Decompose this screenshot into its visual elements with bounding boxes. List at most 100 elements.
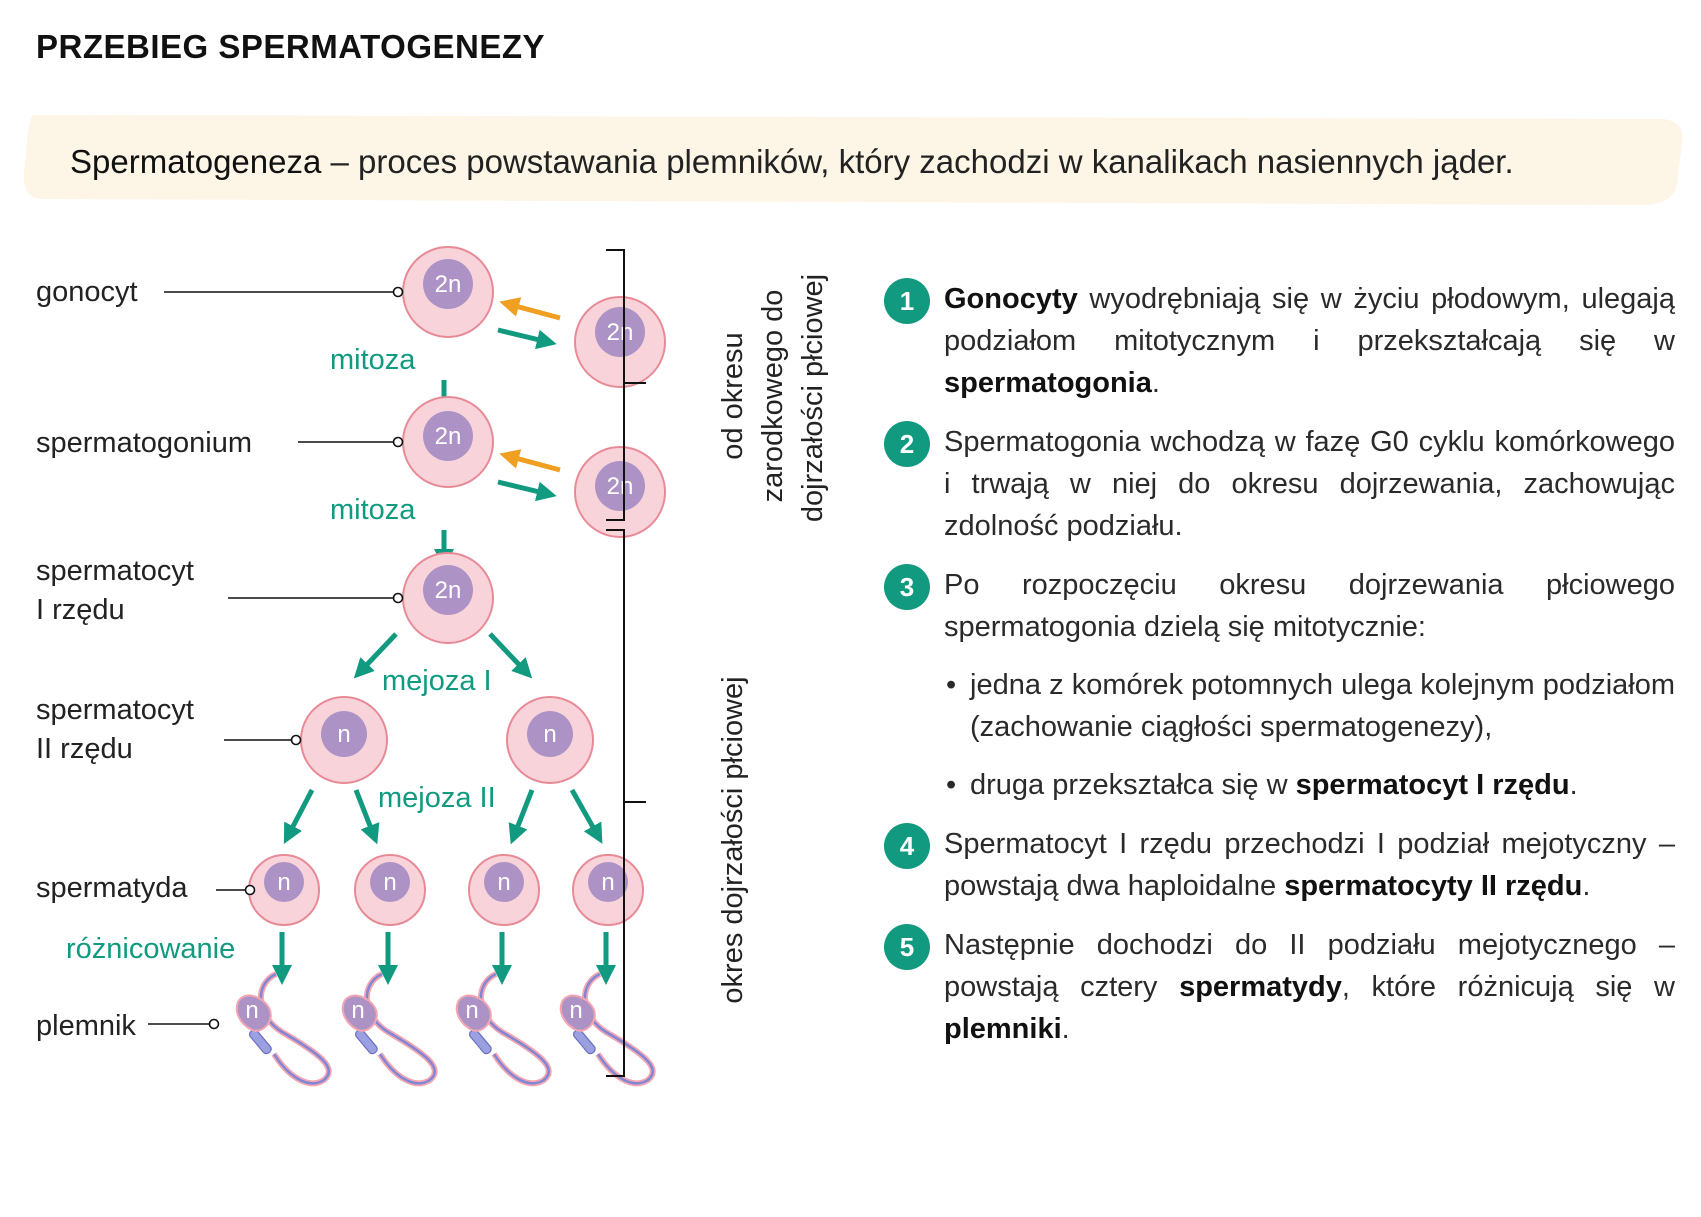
cell-spermatyda-4-nucleus	[588, 862, 628, 902]
arrow-divide-teal-2	[497, 479, 557, 502]
cell-spermatyda-3-nucleus	[484, 862, 524, 902]
arrow-mejoza1-left	[353, 632, 398, 679]
sperm-tail-outline-4	[582, 971, 656, 1087]
period-embryonic-line3: dojrzałości płciowej	[797, 273, 829, 523]
label-spermatogonium: spermatogonium	[36, 427, 252, 459]
sperm-tail-3	[479, 972, 550, 1085]
sperm-tail-4	[583, 972, 654, 1085]
sperm-ploidy-label-3: n	[465, 997, 478, 1024]
process-mejoza-1: mejoza I	[382, 665, 492, 697]
bracket-embryonic-period	[606, 249, 625, 521]
banner-background	[23, 115, 1683, 205]
process-mejoza-2: mejoza II	[378, 782, 496, 814]
label-plemnik: plemnik	[36, 1010, 136, 1042]
sperm-tail-outline-3	[478, 971, 552, 1087]
arrow-return-orange-2	[499, 449, 561, 473]
step-number-badge: 5	[884, 924, 930, 970]
step-text: , które różnicują się w	[1341, 971, 1675, 1003]
step-item: 3 Po rozpoczęciu okresu dojrzewania płcio…	[880, 564, 1675, 806]
arrow-mejoza2-2	[353, 789, 380, 845]
cell-spermatyda-2-nucleus	[370, 862, 410, 902]
cell-spermatyda-1-nucleus	[264, 862, 304, 902]
step-number-badge: 4	[884, 823, 930, 869]
leader-spermatocyt-2-end	[290, 734, 302, 746]
step-paragraph: Spermatogonia wchodzą w fazę G0 cyklu ko…	[944, 421, 1675, 547]
arrow-return-orange-1	[499, 297, 561, 321]
period-maturity: okres dojrzałości płciowej	[717, 676, 749, 1004]
step-number-badge: 3	[884, 564, 930, 610]
step-text: jedna z komórek potomnych ulega kolejnym…	[970, 669, 1675, 743]
step-text: Spermatogonia wchodzą w fazę G0 cyklu ko…	[944, 426, 1675, 542]
sperm-tail-1	[259, 972, 330, 1085]
sperm-tail-outline-1	[258, 971, 332, 1087]
step-term: spermatocyty II rzędu	[1284, 870, 1583, 902]
step-text: .	[1582, 870, 1591, 902]
sperm-ploidy-label-2: n	[351, 997, 364, 1024]
step-text: Po rozpoczęciu okresu dojrzewania płciow…	[944, 569, 1675, 643]
step-text: .	[1569, 769, 1578, 801]
bullet-icon: •	[946, 769, 957, 801]
step-text: wyodrębniają się w życiu płodowym, ulega…	[944, 283, 1675, 357]
period-embryonic-line1: od okresu	[717, 332, 749, 460]
cell-spermatocyt-1-ploidy-label: 2n	[435, 577, 462, 604]
period-embryonic-line2: zarodkowego do	[757, 289, 789, 503]
step-text: druga przekształca się w	[970, 769, 1296, 801]
step-text: .	[1061, 1013, 1070, 1045]
definition-term: Spermatogeneza	[70, 143, 322, 180]
step-number-badge: 1	[884, 278, 930, 324]
process-mitoza-2: mitoza	[330, 494, 416, 526]
definition-text: Spermatogeneza – proces powstawania plem…	[70, 143, 1514, 181]
leader-plemnik-end	[208, 1018, 220, 1030]
label-spermatocyt2-line2: II rzędu	[36, 733, 133, 765]
cell-spermatogonium-ploidy-label: 2n	[435, 423, 462, 450]
cell-spermatocyt-2-right-ploidy-label: n	[543, 721, 556, 748]
cell-spermatyda-3-ploidy-label: n	[497, 869, 510, 896]
process-mitoza-1: mitoza	[330, 344, 416, 376]
cell-spermatocyt-2-right-nucleus	[527, 711, 573, 757]
sperm-tail-2	[365, 972, 436, 1085]
step-item: 2 Spermatogonia wchodzą w fazę G0 cyklu k…	[880, 421, 1675, 547]
cell-spermatyda-2-ploidy-label: n	[383, 869, 396, 896]
bullet-icon: •	[946, 669, 957, 701]
step-term: spermatydy	[1179, 971, 1342, 1003]
label-spermatocyt1-line1: spermatocyt	[36, 555, 194, 587]
sperm-ploidy-label-1: n	[245, 997, 258, 1024]
step-bullet: • druga przekształca się w spermatocyt I …	[944, 764, 1675, 806]
leader-spermatyda-end	[244, 884, 256, 896]
arrow-divide-teal-1	[497, 327, 557, 350]
arrow-mejoza2-4	[569, 788, 603, 844]
step-number-badge: 2	[884, 421, 930, 467]
step-term: plemniki	[944, 1013, 1062, 1045]
label-spermatocyt1-line2: I rzędu	[36, 594, 125, 626]
bracket-maturity-period	[606, 529, 625, 1077]
step-term: spermatocyt I rzędu	[1295, 769, 1570, 801]
sperm-head-2	[341, 994, 378, 1032]
sperm-midpiece-1	[248, 1029, 272, 1055]
cell-spermatogonium-daughter-nucleus	[595, 461, 645, 511]
cell-spermatogonium-nucleus	[423, 411, 473, 461]
step-item: 4 Spermatocyt I rzędu przechodzi I podzia…	[880, 823, 1675, 907]
cell-gonocyt-nucleus	[423, 259, 473, 309]
step-item: 5 Następnie dochodzi do II podziału mejot…	[880, 924, 1675, 1050]
sperm-head-3	[455, 994, 492, 1032]
step-text: Następnie dochodzi do II podziału mejoty…	[944, 929, 1675, 1003]
sperm-head-1	[235, 994, 272, 1032]
arrow-mejoza2-1	[283, 788, 315, 844]
step-bullet: • jedna z komórek potomnych ulega kolejny…	[944, 664, 1675, 748]
step-paragraph: Spermatocyt I rzędu przechodzi I podział…	[944, 823, 1675, 907]
step-term: spermatogonia	[944, 367, 1152, 399]
cell-spermatyda-4-ploidy-label: n	[601, 869, 614, 896]
label-gonocyt: gonocyt	[36, 276, 138, 308]
sperm-midpiece-4	[572, 1029, 596, 1055]
step-text: .	[1151, 367, 1160, 399]
cell-gonocyt-daughter-nucleus	[595, 307, 645, 357]
cell-spermatocyt-1-nucleus	[423, 565, 473, 615]
arrow-mejoza2-3	[508, 789, 535, 845]
label-spermatocyt2-line1: spermatocyt	[36, 694, 194, 726]
step-paragraph: Po rozpoczęciu okresu dojrzewania płciow…	[944, 564, 1675, 648]
sperm-ploidy-label-4: n	[569, 997, 582, 1024]
cell-gonocyt-daughter-ploidy-label: 2n	[607, 319, 634, 346]
